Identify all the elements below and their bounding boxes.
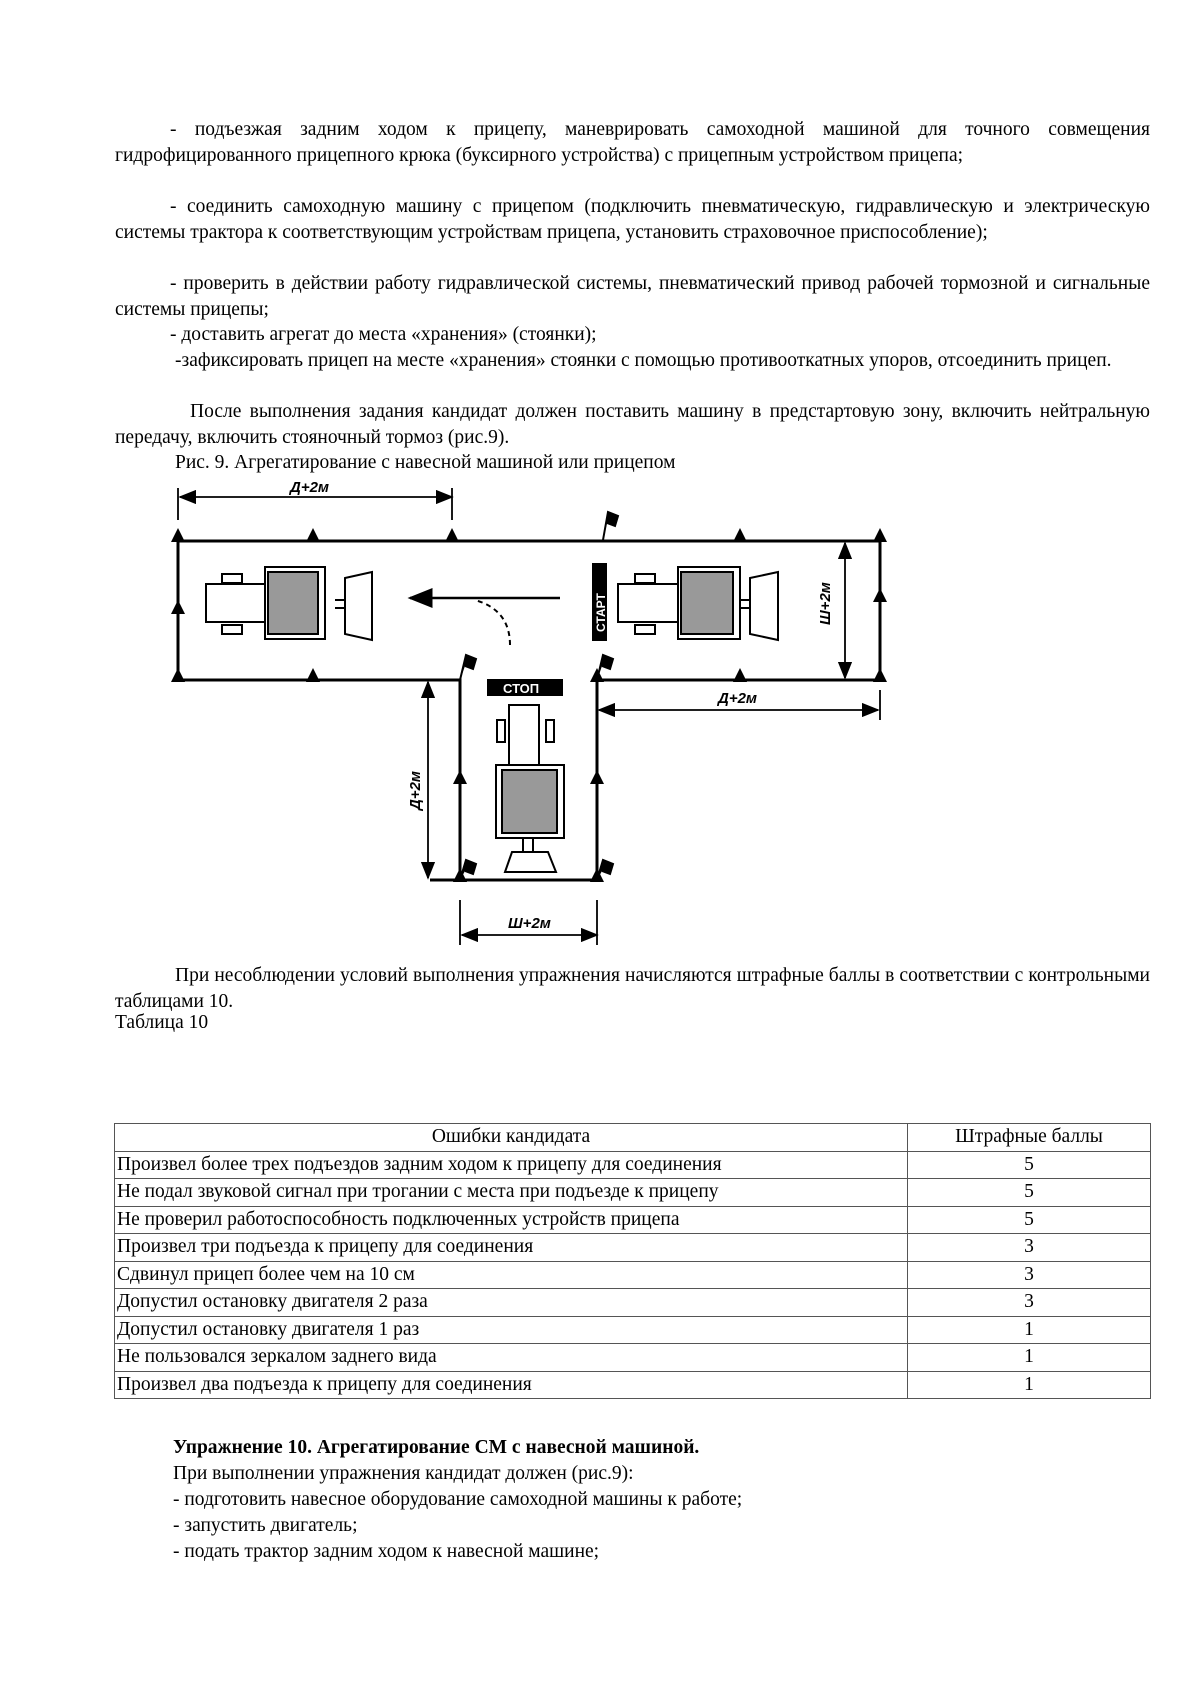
dimension-label: Ш+2м — [817, 582, 834, 625]
table-row: Произвел три подъезда к прицепу для соед… — [114, 1233, 1151, 1262]
error-cell: Сдвинул прицеп более чем на 10 см — [114, 1260, 908, 1289]
error-cell: Произвел более трех подъездов задним ход… — [114, 1150, 908, 1179]
stop-label: СТОП — [503, 681, 539, 696]
dimension-label: Д+2м — [288, 479, 329, 496]
dimension-label: Д+2м — [716, 690, 757, 707]
course-diagram: Д+2м Ш+2м Д+2м Д+2м Ш+2м СТАРТ СТОП — [171, 479, 887, 945]
paragraph: - доставить агрегат до места «хранения» … — [170, 324, 597, 345]
paragraph: - соединить самоходную машину с прицепом… — [115, 196, 1150, 243]
start-sign — [592, 563, 607, 641]
turn-path — [474, 599, 511, 646]
points-cell: 1 — [907, 1370, 1151, 1399]
flag-markers — [459, 510, 620, 881]
points-cell: 3 — [907, 1233, 1151, 1262]
error-cell: Произвел два подъезда к прицепу для соед… — [114, 1370, 908, 1399]
points-cell: 3 — [907, 1288, 1151, 1317]
table-row: Произвел более трех подъездов задним ход… — [114, 1150, 1151, 1179]
paragraph: - подъезжая задним ходом к прицепу, мане… — [115, 119, 1150, 166]
figure-caption: Рис. 9. Агрегатирование с навесной машин… — [175, 452, 676, 473]
tractor-right — [617, 566, 779, 642]
points-cell: 1 — [907, 1315, 1151, 1344]
table-row: Не подал звуковой сигнал при трогании с … — [114, 1178, 1151, 1207]
tractor-bottom — [495, 704, 565, 873]
stop-sign — [487, 679, 563, 696]
error-cell: Допустил остановку двигателя 1 раз — [114, 1315, 908, 1344]
points-cell: 3 — [907, 1260, 1151, 1289]
error-cell: Не проверил работоспособность подключенн… — [114, 1205, 908, 1234]
dimension-label: Ш+2м — [508, 915, 551, 932]
points-cell: 5 — [907, 1205, 1151, 1234]
table-row: Не проверил работоспособность подключенн… — [114, 1205, 1151, 1234]
column-header: Штрафные баллы — [907, 1123, 1151, 1152]
error-cell: Произвел три подъезда к прицепу для соед… — [114, 1233, 908, 1262]
start-label: СТАРТ — [594, 593, 608, 632]
points-cell: 5 — [907, 1150, 1151, 1179]
table-row: Произвел два подъезда к прицепу для соед… — [114, 1370, 1151, 1399]
points-cell: 5 — [907, 1178, 1151, 1207]
paragraph: -зафиксировать прицеп на месте «хранения… — [175, 350, 1112, 371]
exercise-line: При выполнении упражнения кандидат долже… — [173, 1463, 634, 1484]
exercise-line: - подготовить навесное оборудование само… — [173, 1489, 743, 1510]
error-cell: Не пользовался зеркалом заднего вида — [114, 1343, 908, 1372]
table-title: Таблица 10 — [115, 1012, 209, 1033]
paragraph: - проверить в действии работу гидравличе… — [115, 273, 1150, 320]
exercise-heading: Упражнение 10. Агрегатирование СМ с наве… — [173, 1437, 700, 1458]
dimension-lines — [177, 488, 881, 945]
tractor-left — [205, 566, 373, 642]
table-header-row: Ошибки кандидата Штрафные баллы — [114, 1123, 1151, 1152]
paragraph: При несоблюдении условий выполнения упра… — [115, 965, 1150, 1012]
paragraph: После выполнения задания кандидат должен… — [115, 401, 1150, 448]
error-cell: Допустил остановку двигателя 2 раза — [114, 1288, 908, 1317]
points-cell: 1 — [907, 1343, 1151, 1372]
penalty-table: Ошибки кандидата Штрафные баллы Произвел… — [114, 1123, 1151, 1399]
error-cell: Не подал звуковой сигнал при трогании с … — [114, 1178, 908, 1207]
column-header: Ошибки кандидата — [114, 1123, 908, 1152]
dimension-label: Д+2м — [407, 771, 424, 812]
exercise-line: - подать трактор задним ходом к навесной… — [173, 1541, 600, 1562]
exercise-line: - запустить двигатель; — [173, 1515, 358, 1536]
